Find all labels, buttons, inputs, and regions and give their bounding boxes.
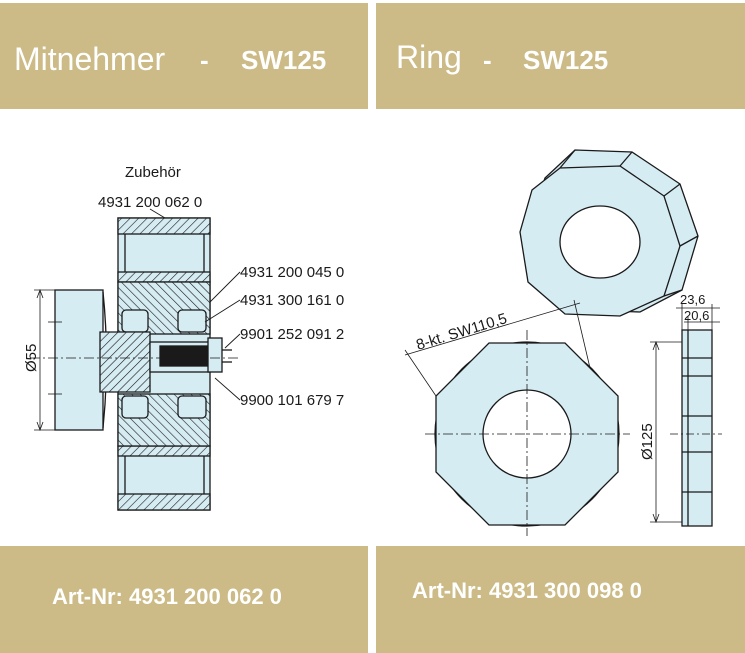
width-inner-label: 20,6	[684, 308, 709, 323]
title-separator-right: -	[483, 45, 492, 75]
ring-drawing	[404, 149, 722, 536]
callout-4: 9900 101 679 7	[240, 392, 344, 409]
callout-1: 4931 200 045 0	[240, 264, 344, 281]
mitnehmer-drawing	[30, 208, 241, 511]
screw	[159, 345, 211, 367]
article-banner-right: Art-Nr: 4931 300 098 0	[376, 546, 745, 653]
article-banner-left: Art-Nr: 4931 200 062 0	[0, 546, 368, 653]
accessory-label: Zubehör	[125, 164, 181, 181]
width-outer-label: 23,6	[680, 292, 705, 307]
title-banner-right: Ring - SW125	[376, 3, 745, 109]
model-code-right: SW125	[523, 45, 609, 75]
diameter-label-left: Ø55	[23, 344, 40, 372]
accessory-number: 4931 200 062 0	[98, 194, 202, 211]
part-title-right: Ring	[396, 39, 462, 75]
model-code-left: SW125	[241, 45, 327, 75]
title-banner-left: Mitnehmer - SW125	[0, 3, 368, 109]
part-title-left: Mitnehmer	[14, 41, 166, 77]
ring-side	[681, 329, 713, 527]
callout-2: 4931 300 161 0	[240, 292, 344, 309]
diameter-label-right: Ø125	[639, 423, 656, 460]
article-number-left: Art-Nr: 4931 200 062 0	[52, 584, 282, 609]
flange-disc	[54, 289, 104, 431]
callout-3: 9901 252 091 2	[240, 326, 344, 343]
article-number-right: Art-Nr: 4931 300 098 0	[412, 578, 642, 603]
title-separator-left: -	[200, 45, 209, 75]
